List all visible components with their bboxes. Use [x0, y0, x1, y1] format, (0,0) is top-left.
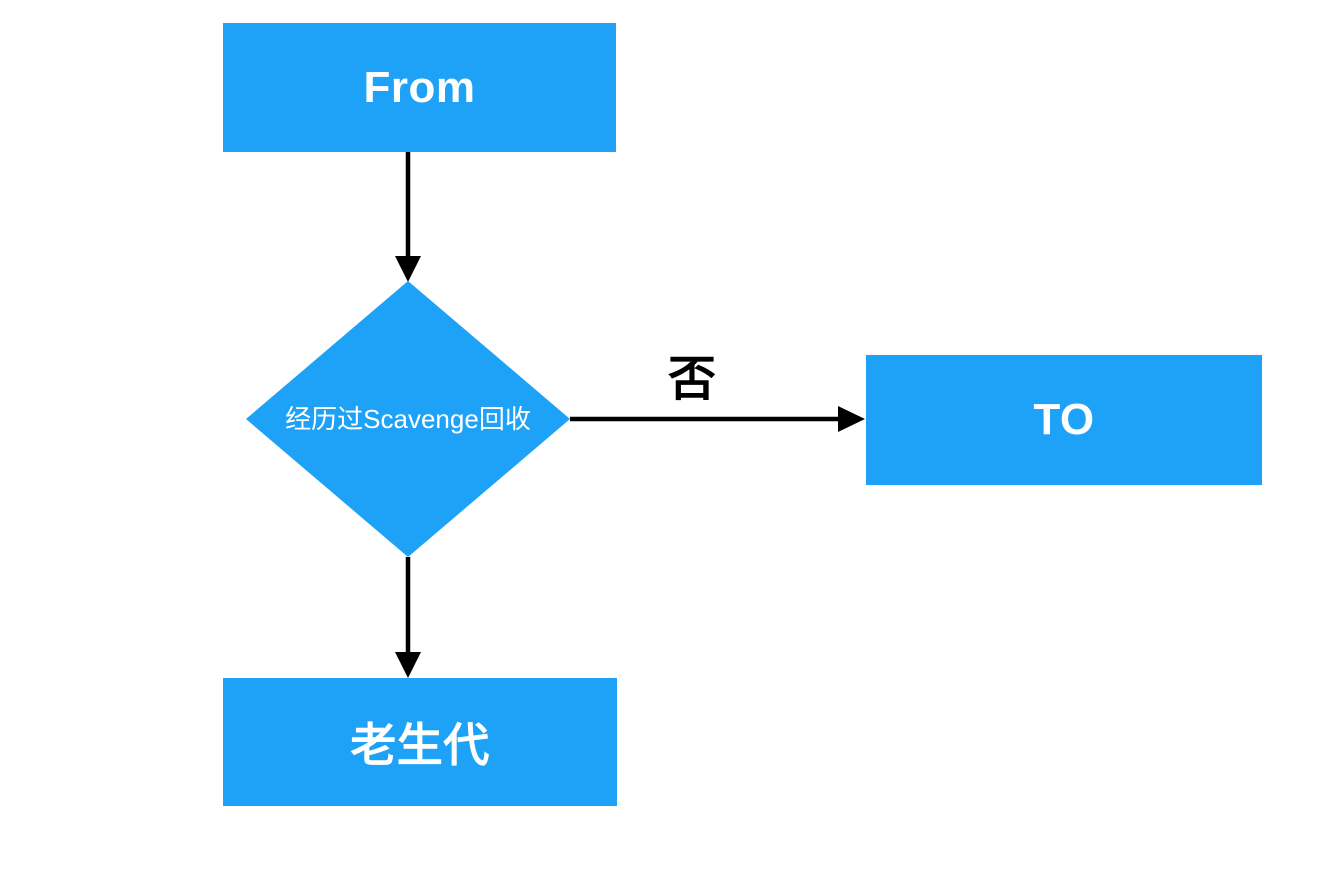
node-from: From [223, 23, 616, 152]
node-old-generation-label: 老生代 [350, 719, 490, 771]
node-old-generation: 老生代 [223, 678, 617, 806]
node-to-label: TO [1033, 395, 1095, 444]
decision-diamond-shape [246, 281, 570, 557]
edge-label-no: 否 [667, 353, 716, 406]
arrowhead-right-to-to-icon [838, 406, 865, 432]
node-from-label: From [363, 62, 476, 112]
node-to: TO [866, 355, 1262, 485]
arrowhead-down-to-old-generation-icon [395, 652, 421, 678]
node-decision-label: 经历过Scavenge回收 [285, 404, 531, 434]
arrowhead-down-to-decision-icon [395, 256, 421, 282]
